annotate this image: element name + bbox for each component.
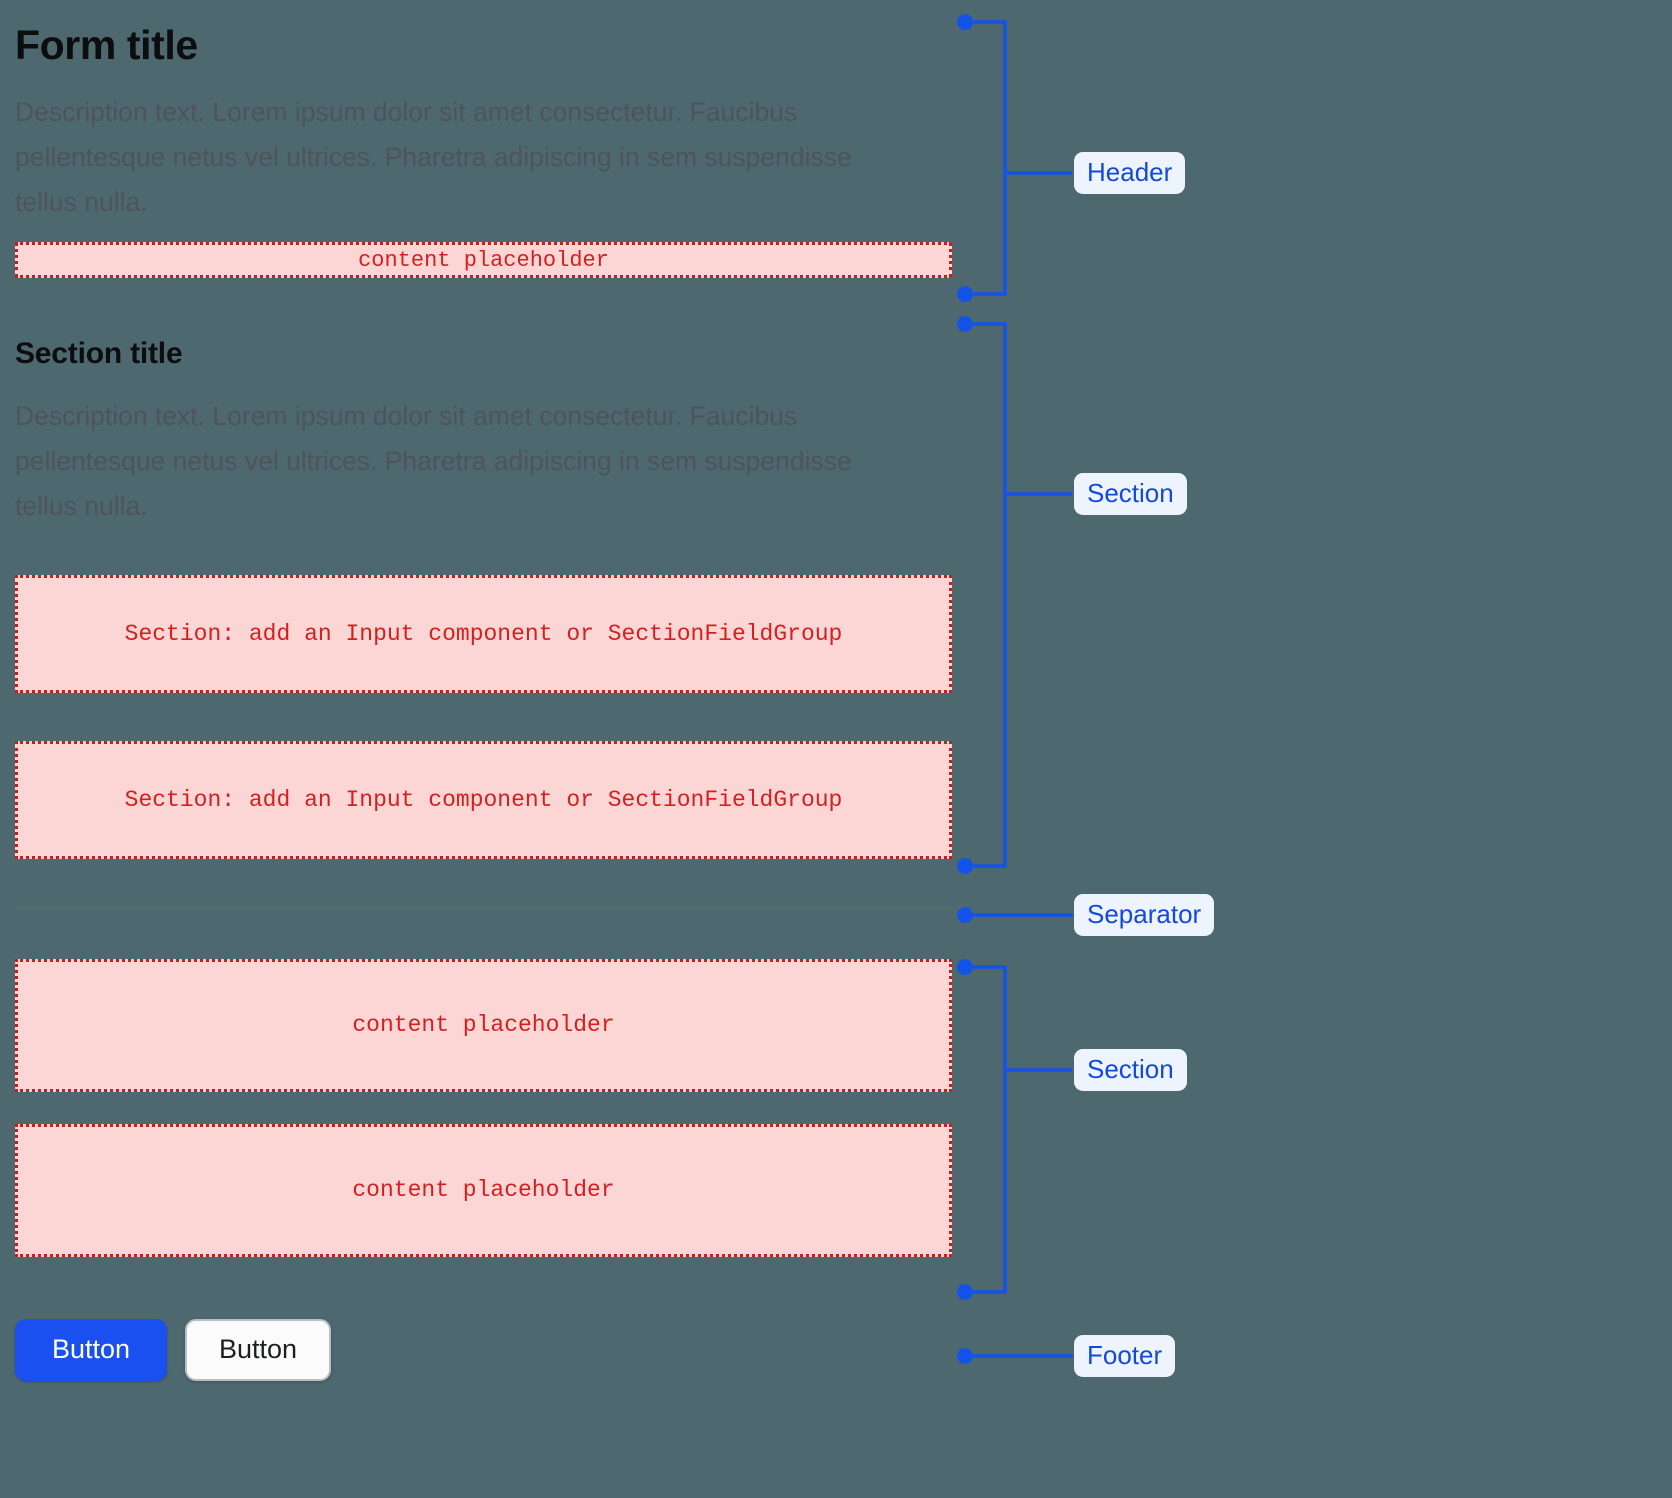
form-footer: Button Button [15,1318,952,1381]
annotation-label-footer[interactable]: Footer [1074,1334,1176,1378]
header-bracket [965,20,1007,296]
section-title: Section title [15,337,183,371]
header-anchor-dot-bottom [957,286,973,302]
header-anchor-dot-top [957,14,973,30]
section-one-block: Section title Description text. Lorem ip… [15,337,952,859]
section-two-anchor-dot-top [957,959,973,975]
footer-anchor-dot [957,1348,973,1364]
secondary-button[interactable]: Button [185,1318,331,1381]
annotation-label-section-one[interactable]: Section [1074,472,1187,516]
page-title: Form title [15,22,198,68]
annotation-label-section-two[interactable]: Section [1074,1048,1187,1092]
separator [15,906,967,909]
section-field-placeholder-2: Section: add an Input component or Secti… [15,740,952,859]
section-two-placeholder-1: content placeholder [15,958,952,1092]
annotation-dots [957,14,973,1364]
annotation-label-header[interactable]: Header [1074,151,1186,195]
header-description: Description text. Lorem ipsum dolor sit … [15,97,852,218]
section-field-placeholder-1: Section: add an Input component or Secti… [15,574,952,693]
section-two-block: content placeholder content placeholder [15,958,952,1257]
section-two-placeholder-2: content placeholder [15,1123,952,1257]
separator-anchor-dot [957,907,973,923]
section-two-bracket [965,965,1007,1294]
section-one-bracket [965,322,1007,868]
annotation-label-separator[interactable]: Separator [1074,893,1215,937]
section-one-anchor-dot-top [957,316,973,332]
section-one-anchor-dot-bottom [957,858,973,874]
header-content-placeholder: content placeholder [15,242,952,279]
section-description: Description text. Lorem ipsum dolor sit … [15,400,852,521]
primary-button[interactable]: Button [15,1318,167,1381]
section-two-anchor-dot-bottom [957,1284,973,1300]
form-header-block: Form title Description text. Lorem ipsum… [15,0,952,282]
form-column: Form title Description text. Lorem ipsum… [15,0,967,1381]
